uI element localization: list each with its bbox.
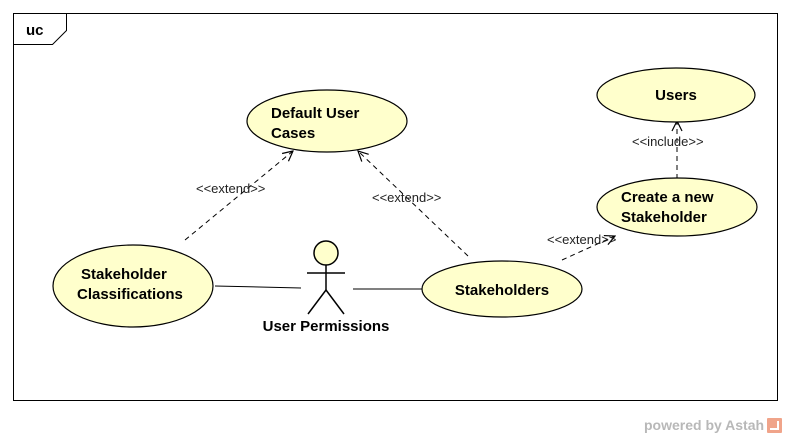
use-case-label-line-2: Cases bbox=[271, 125, 315, 142]
astah-logo-icon bbox=[767, 417, 783, 433]
extend-label-right: <<extend>> bbox=[547, 232, 616, 247]
use-case-label-line-2: Stakeholder bbox=[621, 209, 707, 226]
use-case-stakeholders[interactable]: Stakeholders bbox=[421, 260, 583, 318]
extend-label-middle: <<extend>> bbox=[372, 190, 441, 205]
extend-arrow-right bbox=[561, 236, 615, 261]
astah-watermark: powered by Astah bbox=[644, 417, 783, 433]
use-case-label-line-2: Classifications bbox=[77, 286, 183, 303]
actor-name: User Permissions bbox=[263, 318, 390, 335]
extend-label-left: <<extend>> bbox=[196, 181, 265, 196]
watermark-text: powered by Astah bbox=[644, 417, 765, 433]
association-line-classifications bbox=[214, 285, 302, 289]
use-case-label-line-1: Create a new bbox=[621, 189, 714, 206]
diagram-frame: uc bbox=[13, 13, 778, 401]
frame-tag: uc bbox=[26, 22, 44, 39]
use-case-default-user-cases[interactable]: Default User Cases bbox=[246, 89, 408, 153]
use-case-label: Stakeholders bbox=[455, 282, 549, 299]
include-label: <<include>> bbox=[632, 134, 704, 149]
extend-arrow-middle bbox=[358, 151, 469, 257]
use-case-stakeholder-classifications[interactable]: Stakeholder Classifications bbox=[52, 244, 214, 328]
use-case-label: Users bbox=[655, 87, 697, 104]
stick-figure-icon bbox=[307, 240, 345, 315]
actor-user-permissions[interactable]: User Permissions bbox=[263, 240, 390, 335]
use-case-label-line-1: Stakeholder bbox=[81, 266, 167, 283]
use-case-label-line-1: Default User bbox=[271, 105, 360, 122]
use-case-users[interactable]: Users bbox=[596, 67, 756, 123]
use-case-create-new-stakeholder[interactable]: Create a new Stakeholder bbox=[596, 177, 758, 237]
